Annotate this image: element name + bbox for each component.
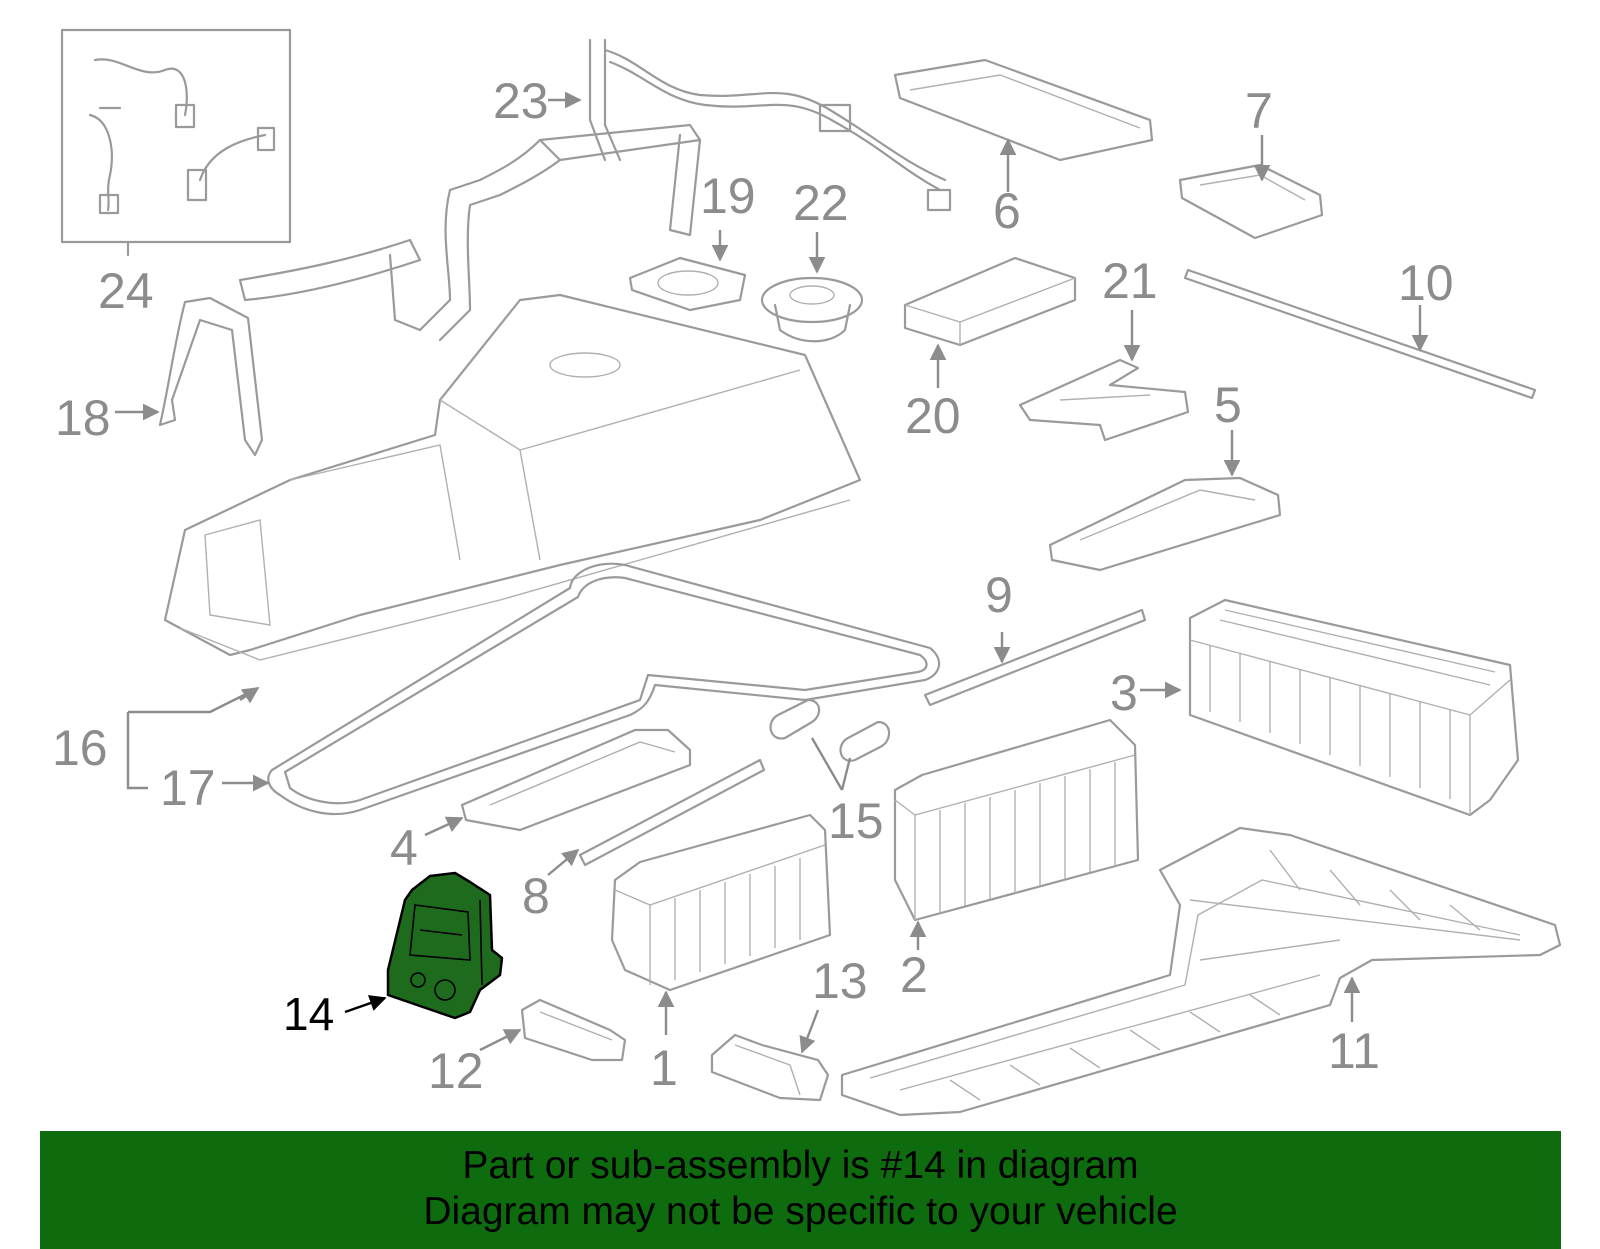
callout-5: 5 [1214,377,1242,433]
part-1-battery-module [610,813,832,992]
callout-13: 13 [812,953,868,1009]
callout-9: 9 [985,567,1013,623]
part-4-plate [460,728,692,832]
callout-2: 2 [900,947,928,1003]
part-13-bracket [710,1033,830,1102]
part-7-plate [1178,163,1324,240]
callout-8: 8 [522,868,550,924]
callout-1: 1 [650,1040,678,1096]
banner-disclaimer: Diagram may not be specific to your vehi… [423,1190,1178,1233]
part-14-highlighted-part [386,871,504,1020]
part-16-battery-cover [163,293,862,661]
callout-18: 18 [55,390,111,446]
callout-15: 15 [828,793,884,849]
part-17-gasket [267,562,941,816]
callout-10: 10 [1398,255,1454,311]
part-2-battery-module [893,718,1140,922]
part-9-rail [923,608,1147,707]
part-12-bracket [520,998,627,1062]
part-22-fan [760,276,864,343]
part-15-spacers [769,698,891,762]
callout-12: 12 [428,1043,484,1099]
part-24-harness-kit [60,28,292,244]
callout-24: 24 [98,263,154,319]
callout-21: 21 [1102,253,1158,309]
part-11-battery-tray [840,826,1562,1117]
part-19-gasket [628,256,747,312]
part-6-cover-plate [893,58,1154,162]
part-21-bracket [1018,358,1190,442]
callout-23: 23 [493,73,549,129]
callout-17: 17 [160,760,216,816]
part-20-module [903,256,1077,347]
callout-11: 11 [1328,1023,1380,1079]
callout-22: 22 [793,175,849,231]
callout-20: 20 [905,388,961,444]
part-18-bracket [158,296,264,457]
info-banner: Part or sub-assembly is #14 in diagram D… [40,1131,1561,1249]
part-8-rail [578,758,766,867]
callout-14: 14 [283,988,334,1040]
part-23-wiring-harness [238,38,952,342]
callout-19: 19 [700,168,756,224]
callout-7: 7 [1245,83,1273,139]
callout-6: 6 [993,183,1021,239]
part-5-plate [1048,476,1282,572]
callout-16: 16 [52,720,108,776]
callout-3: 3 [1110,665,1138,721]
banner-part-note: Part or sub-assembly is #14 in diagram [462,1144,1139,1187]
part-3-battery-module [1188,598,1520,817]
callout-4: 4 [390,820,418,876]
